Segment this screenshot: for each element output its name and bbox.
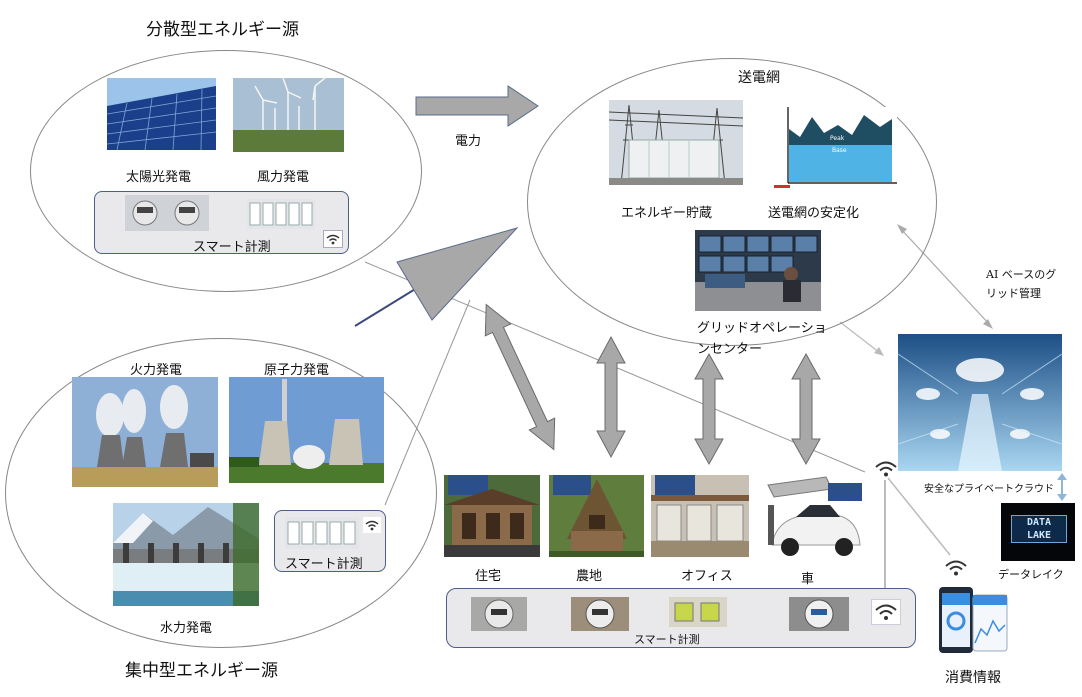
- wifi-icon: [871, 599, 901, 625]
- smart-meter-label: スマート計測: [193, 240, 271, 255]
- meter-panel-image: [247, 199, 315, 229]
- office-grid-arrow: [694, 352, 724, 466]
- ops-to-cloud-arrow: [839, 321, 881, 354]
- private-cloud-label: 安全なプライベートクラウド: [924, 484, 1054, 495]
- wind-turbine-image: [233, 78, 344, 152]
- meter-panel-image: [285, 517, 359, 549]
- operations-center-image: [695, 230, 821, 311]
- centralized-energy-ellipse: [5, 338, 437, 648]
- distributed-energy-ellipse: [30, 50, 422, 292]
- nuclear-plant-image: [229, 377, 384, 483]
- consumption-info-label: 消費情報: [945, 670, 1001, 686]
- office-image: [651, 475, 749, 557]
- thermal-label: 火力発電: [130, 363, 183, 378]
- meter-image: [789, 597, 849, 631]
- meter-image: [669, 597, 727, 627]
- thermal-plant-image: [72, 377, 218, 487]
- central-to-grid-shaft: [354, 282, 426, 327]
- grid-stabilization-label: 送電網の安定化: [768, 206, 860, 221]
- farm-image: [549, 475, 644, 557]
- hydro-dam-image: [113, 503, 259, 606]
- wireless-hub-icon: [874, 459, 898, 479]
- car-image: [766, 475, 864, 559]
- smart-meter-label: スマート計測: [285, 557, 363, 572]
- farm-label: 農地: [576, 569, 603, 584]
- link-hub-to-phone: [887, 477, 951, 556]
- operations-center-label: グリッドオペレーショ ンセンター: [697, 321, 827, 357]
- consumption-app-image: [937, 585, 1009, 655]
- house-grid-arrow: [484, 303, 556, 451]
- data-lake-logo: DATA LAKE: [1011, 515, 1067, 543]
- consumer-smart-meter-bar: スマート計測: [446, 588, 916, 648]
- ai-management-label: AI ベースのグ リッド管理: [986, 268, 1057, 300]
- data-lake-image: DATA LAKE: [1001, 503, 1075, 561]
- chart-base-label: Base: [832, 147, 847, 154]
- distributed-energy-title: 分散型エネルギー源: [146, 20, 299, 40]
- house-image: [444, 475, 540, 557]
- power-label: 電力: [455, 134, 482, 149]
- office-label: オフィス: [681, 569, 733, 584]
- hydro-label: 水力発電: [160, 621, 213, 636]
- solar-panel-image: [107, 78, 216, 150]
- meter-image: [571, 597, 629, 631]
- farm-grid-arrow: [596, 335, 626, 459]
- centralized-smart-meter-box: スマート計測: [274, 510, 386, 572]
- car-grid-arrow: [791, 352, 821, 466]
- chart-peak-label: Peak: [830, 135, 845, 142]
- smart-meter-label: スマート計測: [634, 633, 700, 646]
- grid-ellipse: [527, 58, 937, 346]
- wifi-icon: [363, 517, 381, 533]
- wifi-icon: [323, 230, 343, 248]
- grid-title: 送電網: [738, 70, 780, 86]
- nuclear-label: 原子力発電: [264, 363, 330, 378]
- wind-label: 風力発電: [257, 170, 310, 185]
- grid-stabilization-chart: Peak Base: [772, 107, 897, 190]
- phone-wifi-icon: [944, 558, 968, 578]
- data-lake-label: データレイク: [998, 568, 1064, 581]
- energy-storage-image: [609, 100, 743, 185]
- car-label: 車: [801, 572, 815, 587]
- centralized-energy-title: 集中型エネルギー源: [125, 661, 278, 681]
- house-label: 住宅: [475, 569, 502, 584]
- meter-image: [125, 195, 209, 231]
- power-flow-arrow: [415, 85, 539, 127]
- central-to-grid-arrowhead: [396, 227, 519, 321]
- ops-to-cloud-head: [874, 347, 884, 356]
- ai-arrow-head-bottom: [983, 319, 993, 329]
- meter-image: [471, 597, 527, 631]
- private-cloud-image: [898, 334, 1062, 471]
- solar-label: 太陽光発電: [126, 170, 192, 185]
- distributed-smart-meter-box: スマート計測: [94, 191, 349, 255]
- energy-storage-label: エネルギー貯蔵: [621, 206, 713, 221]
